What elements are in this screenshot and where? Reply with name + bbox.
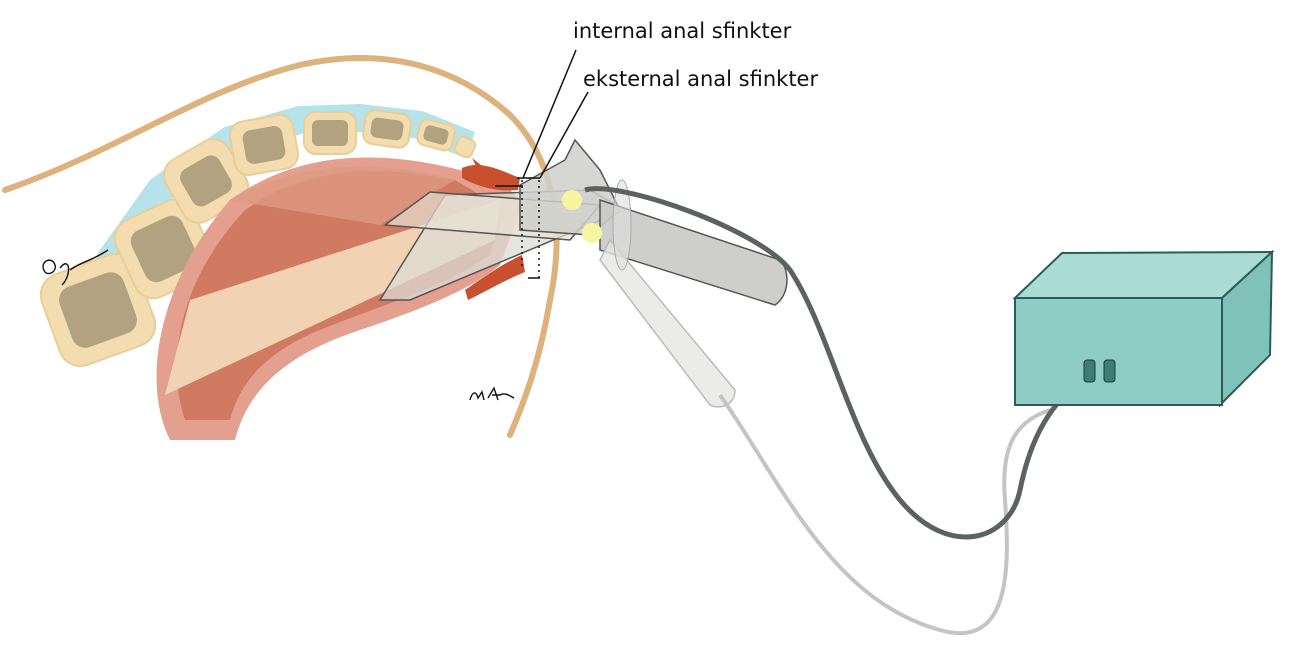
vertebra <box>453 135 477 159</box>
device-port <box>1103 359 1116 383</box>
label-leader-lines <box>495 49 589 279</box>
anoscope-probe <box>378 138 788 408</box>
light-cable <box>718 393 1051 635</box>
body-skin-outline <box>2 55 560 438</box>
anal-sphincters <box>462 158 525 300</box>
label-internal-anal-sphincter: internal anal sfinkter <box>573 19 792 43</box>
label-external-anal-sphincter: eksternal anal sfinkter <box>583 67 819 91</box>
ultrasound-device <box>1012 249 1275 408</box>
probe-cable <box>584 186 1092 540</box>
artist-signature <box>42 249 515 401</box>
spine <box>39 104 477 368</box>
device-port <box>1083 359 1096 383</box>
